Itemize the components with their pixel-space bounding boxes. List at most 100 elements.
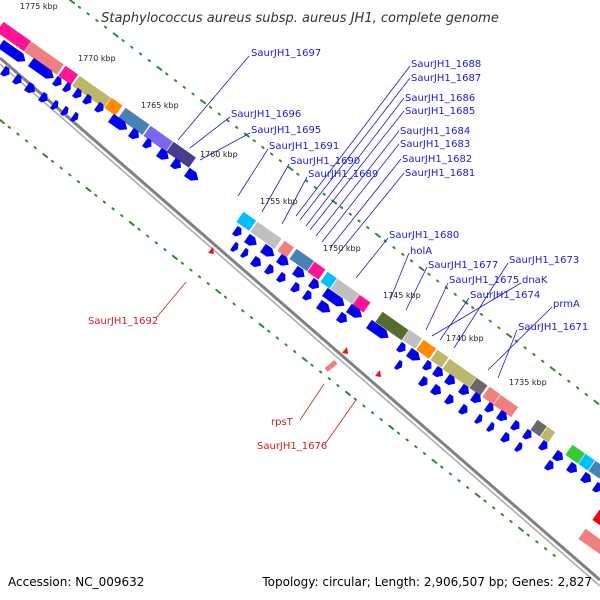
label-leader-line bbox=[329, 158, 402, 249]
gene-label[interactable]: SaurJH1_1677 bbox=[428, 260, 498, 271]
inner-dotted-track bbox=[275, 336, 280, 340]
cds-arrow bbox=[50, 99, 59, 110]
inner-dotted-track bbox=[284, 343, 288, 347]
gene-label[interactable]: SaurJH1_1676 bbox=[257, 441, 327, 452]
gene-label[interactable]: SaurJH1_1685 bbox=[405, 106, 475, 117]
outer-dotted-track bbox=[462, 299, 469, 305]
cog-block bbox=[235, 210, 257, 232]
inner-dotted-track bbox=[483, 499, 487, 503]
outer-dotted-track bbox=[200, 99, 207, 105]
inner-dotted-track bbox=[7, 125, 11, 129]
backbone-line bbox=[0, 56, 600, 582]
kbp-label: 1745 kbp bbox=[383, 291, 421, 300]
cds-arrow bbox=[406, 347, 421, 361]
label-leaders bbox=[155, 55, 553, 445]
outer-dotted-track bbox=[506, 332, 512, 338]
gene-label[interactable]: SaurJH1_1695 bbox=[251, 125, 321, 136]
gene-label[interactable]: SaurJH1_1697 bbox=[251, 48, 321, 59]
gene-label[interactable]: SaurJH1_1691 bbox=[269, 141, 339, 152]
label-leader-line bbox=[281, 176, 308, 225]
gene-label[interactable]: SaurJH1_1684 bbox=[400, 126, 470, 137]
inner-dotted-track bbox=[327, 377, 331, 381]
gene-label[interactable]: SaurJH1_1692 bbox=[88, 316, 158, 327]
gene-label[interactable]: SaurJH1_1688 bbox=[411, 59, 481, 70]
inner-dotted-track bbox=[370, 411, 375, 415]
outer-dotted-track bbox=[488, 319, 492, 323]
outer-dotted-track bbox=[121, 39, 125, 43]
label-leader-line bbox=[199, 132, 251, 161]
gene-label[interactable]: rpsT bbox=[271, 417, 294, 428]
label-leader-line bbox=[309, 110, 405, 231]
cds-arrow bbox=[336, 311, 348, 324]
inner-dotted-track bbox=[362, 404, 366, 408]
inner-dotted-track bbox=[267, 329, 271, 333]
gene-label[interactable]: SaurJH1_1696 bbox=[231, 109, 301, 120]
label-leader-line bbox=[155, 281, 187, 319]
cds-arrow bbox=[108, 113, 128, 131]
gene-label[interactable]: SaurJH1_1674 bbox=[470, 290, 540, 301]
outer-dotted-track bbox=[567, 379, 571, 383]
inner-dotted-track bbox=[344, 390, 351, 396]
inner-dotted-track bbox=[396, 431, 401, 435]
kbp-label: 1735 kbp bbox=[509, 378, 547, 387]
inner-dotted-track bbox=[379, 418, 383, 422]
label-leader-line bbox=[355, 237, 389, 279]
gene-label[interactable]: SaurJH1_1683 bbox=[400, 139, 470, 150]
cds-arrow bbox=[522, 428, 532, 440]
backbone-line bbox=[0, 63, 600, 587]
gene-label[interactable]: SaurJH1_1671 bbox=[518, 322, 588, 333]
gene-label[interactable]: SaurJH1_1690 bbox=[290, 156, 360, 167]
inner-dotted-track bbox=[128, 220, 135, 227]
cog-block bbox=[57, 64, 79, 86]
inner-dotted-track bbox=[405, 438, 409, 442]
outer-dotted-track bbox=[235, 125, 239, 129]
inner-dotted-track bbox=[543, 547, 548, 551]
outer-dotted-track bbox=[418, 266, 425, 272]
label-leader-line bbox=[487, 306, 553, 371]
cds-arrow bbox=[276, 253, 289, 266]
inner-dotted-track bbox=[206, 282, 210, 286]
cog-block bbox=[415, 338, 437, 360]
outer-dotted-track bbox=[453, 292, 457, 296]
kbp-label: 1765 kbp bbox=[141, 101, 179, 110]
outer-dotted-track bbox=[217, 112, 221, 116]
gene-label[interactable]: SaurJH1_1687 bbox=[411, 73, 481, 84]
inner-dotted-track bbox=[310, 363, 314, 367]
cds-arrow bbox=[184, 167, 199, 181]
cds-arrow bbox=[276, 271, 286, 283]
gene-label[interactable]: holA bbox=[410, 246, 432, 257]
gene-label[interactable]: SaurJH1_1673 bbox=[509, 255, 579, 266]
label-leader-line bbox=[177, 55, 250, 141]
cds-arrow bbox=[418, 375, 428, 387]
outer-dotted-track bbox=[147, 59, 151, 63]
cds-arrow bbox=[232, 225, 242, 237]
cds-arrow bbox=[24, 81, 36, 94]
inner-dotted-track bbox=[16, 132, 20, 136]
gene-label[interactable]: SaurJH1_1680 bbox=[389, 230, 459, 241]
label-leader-line bbox=[237, 148, 269, 197]
label-leader-line bbox=[405, 266, 428, 311]
inner-dotted-track bbox=[0, 119, 5, 125]
outer-dotted-track bbox=[497, 326, 501, 330]
cog-block bbox=[103, 96, 124, 117]
outer-dotted-track bbox=[339, 206, 344, 210]
gene-label[interactable]: SaurJH1_1686 bbox=[405, 93, 475, 104]
inner-dotted-track bbox=[249, 316, 254, 320]
gene-label[interactable]: SaurJH1_1675 bbox=[449, 275, 519, 286]
gene-label[interactable]: prmA bbox=[553, 299, 580, 310]
cds-arrow bbox=[592, 481, 600, 493]
inner-dotted-track bbox=[76, 180, 81, 184]
cds-arrow bbox=[302, 289, 312, 301]
cds-arrow bbox=[322, 287, 345, 307]
gene-label[interactable]: SaurJH1_1682 bbox=[402, 154, 472, 165]
cds-arrow bbox=[0, 39, 26, 62]
gene-label[interactable]: SaurJH1_1681 bbox=[405, 168, 475, 179]
inner-dotted-track bbox=[68, 173, 72, 177]
outer-dotted-track bbox=[69, 0, 75, 5]
outer-dotted-track bbox=[86, 12, 90, 16]
inner-dotted-track bbox=[24, 139, 29, 143]
inner-dotted-track bbox=[223, 295, 228, 299]
gene-label[interactable]: dnaK bbox=[522, 275, 548, 286]
gene-label[interactable]: SaurJH1_1689 bbox=[308, 169, 378, 180]
